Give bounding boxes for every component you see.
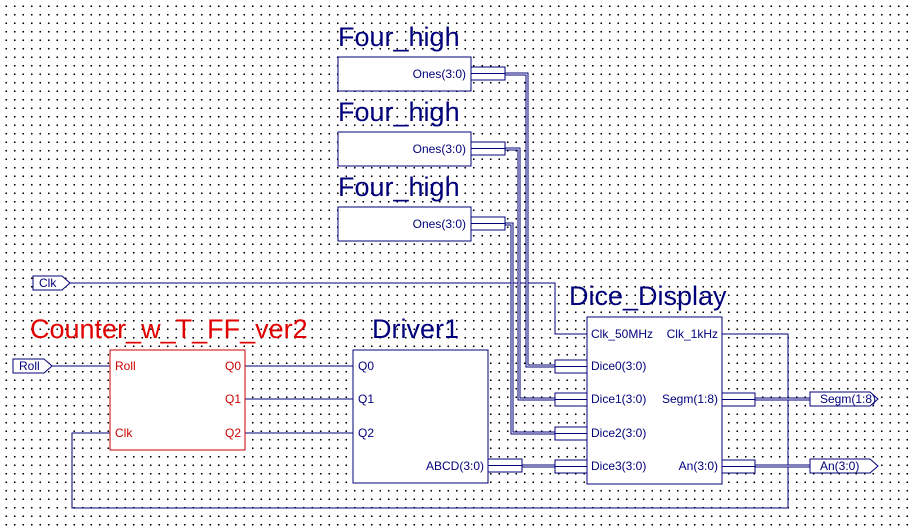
- pin-label-ones: Ones(3:0): [413, 217, 466, 231]
- pin-label-clk-50mhz: Clk_50MHz: [591, 327, 653, 341]
- net-clk-1khz[interactable]: [71, 333, 789, 509]
- output-port-marker: [809, 458, 879, 474]
- pin-label-clk-1khz: Clk_1kHz: [667, 327, 718, 341]
- symbol-body: [337, 131, 472, 167]
- counter-symbol[interactable]: Counter_w_T_FF_ver2 Roll Clk Q0 Q1 Q2: [30, 314, 308, 451]
- symbol-body: [109, 349, 246, 451]
- pin-label-an: An(3:0): [679, 459, 718, 473]
- io-port-an[interactable]: An(3:0): [809, 458, 879, 474]
- pin-label-segm: Segm(1:8): [662, 392, 718, 406]
- net-clk[interactable]: [70, 282, 587, 335]
- output-port-marker: [809, 391, 879, 407]
- pin-label-dice1: Dice1(3:0): [591, 392, 646, 406]
- pin-label-q1: Q1: [225, 392, 241, 406]
- symbol-title: Driver1: [372, 314, 459, 344]
- port-label: Roll: [19, 359, 40, 373]
- symbol-body: [337, 206, 472, 242]
- port-label: An(3:0): [820, 459, 859, 473]
- symbol-body: [352, 349, 489, 484]
- dice-display-symbol[interactable]: Dice_Display Clk_50MHz Clk_1kHz Dice0(3:…: [554, 281, 756, 485]
- four-high-symbol-2[interactable]: Four_high Ones(3:0): [337, 97, 506, 167]
- symbol-title: Four_high: [338, 22, 460, 52]
- pin-label-ones: Ones(3:0): [413, 67, 466, 81]
- input-port-marker: [12, 358, 53, 374]
- symbol-title: Four_high: [338, 97, 460, 127]
- symbol-title: Counter_w_T_FF_ver2: [30, 314, 308, 344]
- driver-symbol[interactable]: Driver1 Q0 Q1 Q2 ABCD(3:0): [352, 314, 523, 484]
- symbol-title: Dice_Display: [569, 281, 727, 311]
- wires: [52, 282, 789, 509]
- pin-label-dice0: Dice0(3:0): [591, 359, 646, 373]
- pin-label-q2: Q2: [225, 426, 241, 440]
- pin-label-q1: Q1: [358, 392, 374, 406]
- pin-label-q2: Q2: [358, 426, 374, 440]
- four-high-symbol-3[interactable]: Four_high Ones(3:0): [337, 172, 506, 242]
- pin-label-dice2: Dice2(3:0): [591, 426, 646, 440]
- input-port-marker: [32, 275, 71, 291]
- port-label: Segm(1:8): [820, 392, 876, 406]
- buses: [505, 72, 810, 468]
- io-port-roll[interactable]: Roll: [12, 358, 53, 374]
- symbol-title: Four_high: [338, 172, 460, 202]
- pin-label-q0: Q0: [225, 359, 241, 373]
- four-high-symbol-1[interactable]: Four_high Ones(3:0): [337, 22, 506, 92]
- io-port-segm[interactable]: Segm(1:8): [809, 391, 879, 407]
- pin-label-ones: Ones(3:0): [413, 142, 466, 156]
- pin-label-abcd: ABCD(3:0): [426, 459, 484, 473]
- pin-label-q0: Q0: [358, 359, 374, 373]
- pin-label-dice3: Dice3(3:0): [591, 459, 646, 473]
- port-label: Clk: [39, 276, 57, 290]
- symbol-body: [586, 316, 723, 485]
- io-port-clk[interactable]: Clk: [32, 275, 71, 291]
- pin-label-roll: Roll: [115, 359, 136, 373]
- pin-label-clk: Clk: [115, 426, 133, 440]
